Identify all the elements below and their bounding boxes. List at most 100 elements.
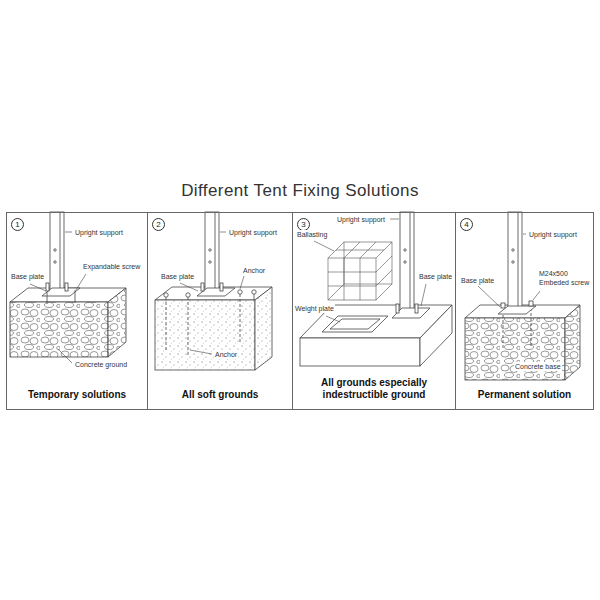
frame-grid <box>336 250 384 251</box>
diagram-title: Different Tent Fixing Solutions <box>0 181 600 201</box>
block-top <box>465 305 580 318</box>
part-label: Weight plate <box>294 304 335 313</box>
bolt-hole <box>54 261 56 263</box>
hard-ground-slab <box>300 305 452 366</box>
leader-line <box>190 350 212 354</box>
post-edge <box>215 212 216 291</box>
post-body <box>50 212 64 291</box>
leader-lines <box>478 234 540 307</box>
bolt-hole <box>209 261 211 263</box>
callout-number-text: 2 <box>156 219 160 230</box>
part-label: Upright support <box>528 230 578 239</box>
part-label: Anchor <box>214 350 238 359</box>
bolt-hole <box>404 249 406 251</box>
part-label: Upright support <box>228 228 278 237</box>
post-body <box>508 212 522 309</box>
frame-grid <box>328 272 376 273</box>
block-front <box>10 302 108 357</box>
leader-line <box>180 283 198 291</box>
concrete-base-block <box>465 305 580 380</box>
frame-front <box>328 258 376 300</box>
fixing-panel: 2All soft grounds <box>147 212 293 410</box>
plate-bracket <box>65 283 68 291</box>
upright-post <box>508 212 522 309</box>
upright-post <box>400 212 414 313</box>
callout-number-text: 4 <box>464 219 468 230</box>
callout-number: 2 <box>152 218 165 231</box>
expandable-screw <box>75 290 76 302</box>
part-label: Expandable screw <box>82 262 141 271</box>
base-plate <box>42 283 80 304</box>
leader-line <box>523 234 526 235</box>
part-label: Ballasting <box>296 230 328 239</box>
leader-line <box>421 284 426 306</box>
part-label: Base plate <box>160 272 195 281</box>
anchor-stake <box>254 294 255 300</box>
callout-number: 1 <box>11 218 24 231</box>
anchor-stake <box>166 297 167 350</box>
leader-line <box>390 219 399 220</box>
upright-post <box>50 212 64 291</box>
part-label: Upright support <box>336 215 386 224</box>
leader-line <box>220 232 226 233</box>
frame-back <box>344 242 392 284</box>
concrete-ground-block <box>10 288 126 357</box>
anchor-stake <box>188 297 189 356</box>
block-top <box>155 287 272 300</box>
post-body <box>400 212 414 313</box>
base-plate <box>197 283 235 296</box>
leader-lines <box>30 232 86 363</box>
bolt-hole <box>512 249 514 251</box>
bolt-hole <box>54 249 56 251</box>
block-side <box>565 305 580 380</box>
leader-line <box>326 316 340 322</box>
soft-ground-block <box>155 287 272 370</box>
plate-bracket <box>220 283 223 291</box>
part-label: Base plate <box>10 272 45 281</box>
panel-caption: All grounds especially indestructible gr… <box>304 377 444 401</box>
base-plate <box>498 301 536 314</box>
block-front <box>465 318 565 380</box>
leader-line <box>58 349 72 363</box>
expandable-screw <box>47 292 48 304</box>
leader-line <box>65 232 72 233</box>
fixing-panel: 4Permanent solution <box>455 212 594 410</box>
leader-line <box>30 284 46 291</box>
leader-line <box>314 241 334 251</box>
post-edge <box>410 212 411 313</box>
callout-number-text: 1 <box>15 219 19 230</box>
callout-number-text: 3 <box>301 219 305 230</box>
frame-grid <box>360 258 361 300</box>
anchor-stakes <box>164 290 256 356</box>
panel-caption: Temporary solutions <box>28 389 126 401</box>
plate-bracket <box>396 304 399 313</box>
panel-caption: Permanent solution <box>478 389 571 401</box>
panel-caption: All soft grounds <box>182 389 259 401</box>
bolt-hole <box>209 249 211 251</box>
bolt-hole <box>512 261 514 263</box>
post-body <box>205 212 219 291</box>
frame-grid <box>328 286 376 287</box>
ballasting-frame <box>328 242 392 300</box>
fixing-panel: 1Temporary solutions <box>6 212 148 410</box>
plate-bracket <box>201 283 204 291</box>
part-label: Anchor <box>242 266 266 275</box>
upright-post <box>205 212 219 291</box>
leader-line <box>478 286 500 307</box>
callout-number: 4 <box>460 218 473 231</box>
part-label: M24x500 Embeded screw <box>538 269 592 287</box>
plate-bracket <box>46 283 49 291</box>
plate-bracket <box>415 304 418 313</box>
part-label: Base plate <box>460 276 495 285</box>
part-label: Concrete base <box>514 362 562 371</box>
leader-lines <box>180 232 244 354</box>
part-label: Base plate <box>418 272 453 281</box>
frame-grid <box>376 270 392 286</box>
part-label: Upright support <box>74 228 124 237</box>
slab-side <box>420 305 452 366</box>
bolt-hole <box>404 261 406 263</box>
frame-edge <box>328 284 344 300</box>
anchor-stake <box>240 294 241 342</box>
